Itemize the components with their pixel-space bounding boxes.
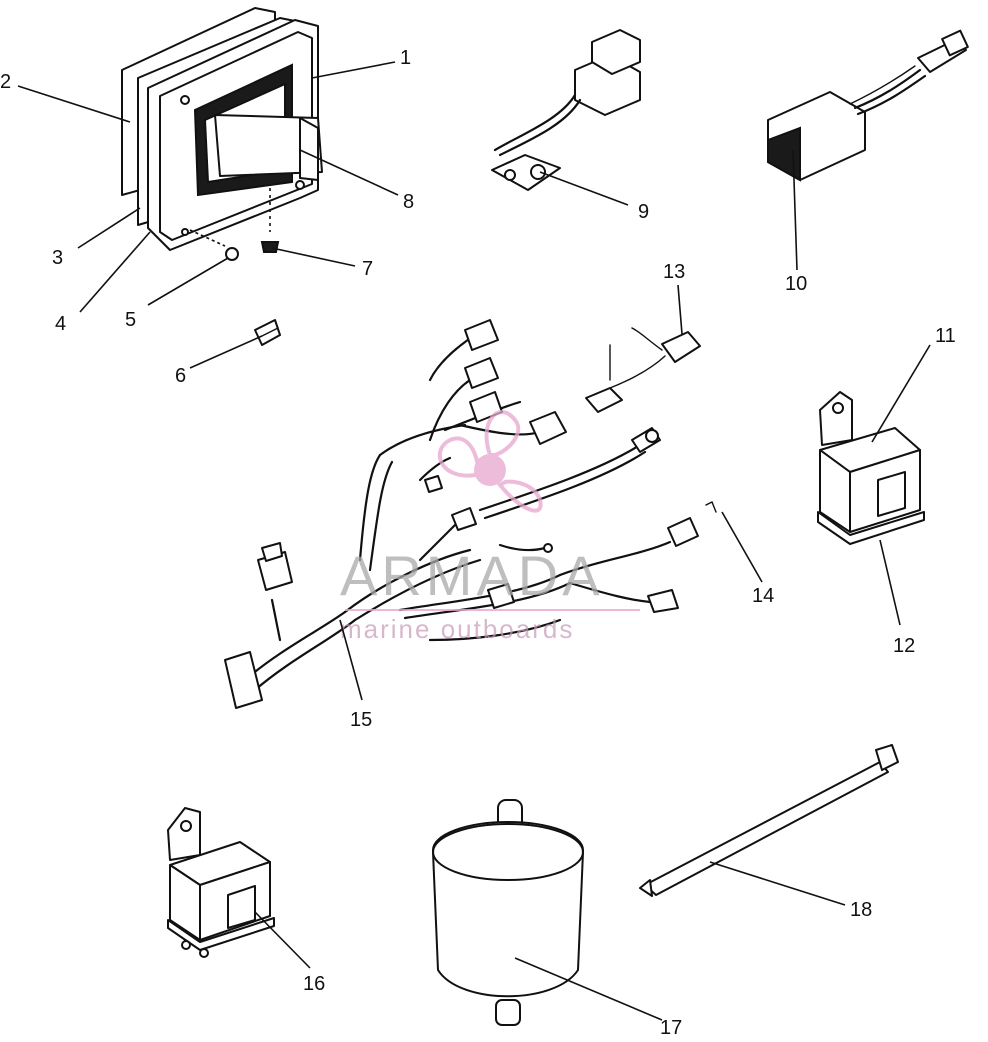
callout-labels: 1 2 3 4 5 6 7 8 9 10 11 12 13 14 15 16 1… <box>0 47 956 1039</box>
callout-16: 16 <box>303 973 325 995</box>
connector-part-13 <box>585 327 701 413</box>
relay-part-11 <box>817 391 925 545</box>
callout-10: 10 <box>785 273 807 295</box>
ecu-module-assembly <box>121 7 323 261</box>
watermark-tagline: marine outboards <box>340 614 574 644</box>
callout-3: 3 <box>52 247 63 269</box>
callout-6: 6 <box>175 365 186 387</box>
propeller-logo-icon <box>437 410 543 513</box>
callout-12: 12 <box>893 635 915 657</box>
leader-lines <box>17 61 931 1021</box>
callout-2: 2 <box>0 71 11 93</box>
clip-part-14 <box>705 501 717 513</box>
callout-5: 5 <box>125 309 136 331</box>
callout-9: 9 <box>638 201 649 223</box>
callout-13: 13 <box>663 261 685 283</box>
relay-part-16 <box>167 807 275 958</box>
callout-15: 15 <box>350 709 372 731</box>
callout-17: 17 <box>660 1017 682 1039</box>
module-part-10 <box>767 29 969 182</box>
callout-11: 11 <box>935 325 956 347</box>
wiring-harness-part-15 <box>224 319 699 709</box>
callout-1: 1 <box>400 47 411 69</box>
callout-8: 8 <box>403 191 414 213</box>
fuel-filter-part-17 <box>432 799 584 1026</box>
callout-18: 18 <box>850 899 872 921</box>
callout-7: 7 <box>362 258 373 280</box>
callout-14: 14 <box>752 585 774 607</box>
nut-part-7 <box>260 188 280 253</box>
armada-watermark: ARMADA marine outboards <box>340 410 640 644</box>
sensor-part-9 <box>491 29 641 191</box>
watermark-brand: ARMADA <box>340 544 604 607</box>
clip-part-6 <box>254 319 281 346</box>
cable-tie-part-18 <box>639 744 899 897</box>
screw-part-5 <box>189 229 239 261</box>
callout-4: 4 <box>55 313 66 335</box>
